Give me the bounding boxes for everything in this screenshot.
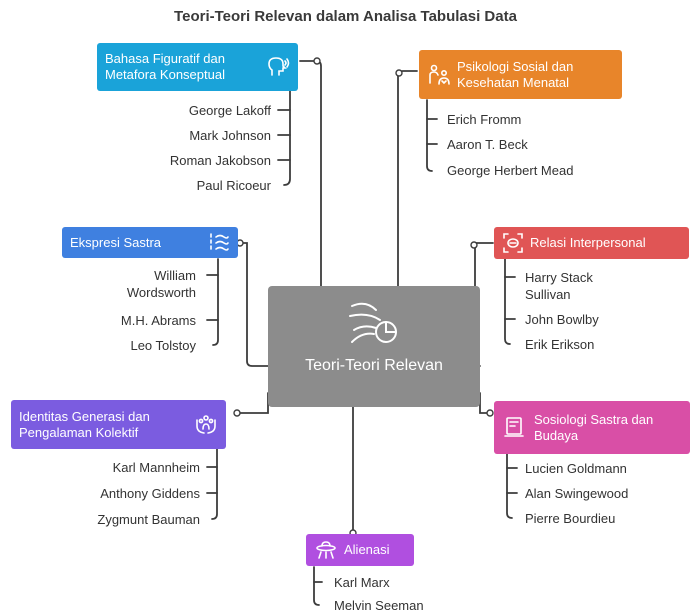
leaf-identitas-1: Karl Mannheim xyxy=(112,460,200,475)
text-waves-icon xyxy=(206,231,230,255)
branch-identitas xyxy=(211,448,218,520)
node-identitas-label: Identitas Generasi dan Pengalaman Kolekt… xyxy=(19,408,150,440)
leaf-psikologi-2: Aaron T. Beck xyxy=(447,137,528,152)
node-bahasa[interactable]: Bahasa Figuratif dan Metafora Konseptual xyxy=(97,43,298,91)
leaf-sosiologi-3: Pierre Bourdieu xyxy=(525,511,616,526)
branch-relasi xyxy=(504,258,511,345)
center-label: Teori-Teori Relevan xyxy=(305,357,443,374)
node-psikologi[interactable]: Psikologi Sosial dan Kesehatan Menatal xyxy=(419,50,622,99)
diagram-title: Teori-Teori Relevan dalam Analisa Tabula… xyxy=(174,8,517,25)
leaf-ekspresi-2: M.H. Abrams xyxy=(120,313,196,328)
node-psikologi-label: Psikologi Sosial dan Kesehatan Menatal xyxy=(457,58,574,90)
connector-ekspresi xyxy=(237,242,269,367)
ufo-icon xyxy=(314,538,338,562)
branch-bahasa xyxy=(283,78,291,186)
leaf-alienasi-2: Melvin Seeman xyxy=(334,598,424,613)
node-ekspresi-label: Ekspresi Sastra xyxy=(70,234,162,250)
leaf-bahasa-4: Paul Ricoeur xyxy=(196,178,271,193)
node-sosiologi[interactable]: Sosiologi Sastra dan Budaya xyxy=(494,401,690,454)
node-bahasa-label: Bahasa Figuratif dan Metafora Konseptual xyxy=(105,51,225,82)
center-node[interactable]: Teori-Teori Relevan xyxy=(268,286,480,407)
node-relasi[interactable]: Relasi Interpersonal xyxy=(494,227,689,259)
leaf-sosiologi-1: Lucien Goldmann xyxy=(525,461,627,476)
connector-psikologi xyxy=(397,70,418,287)
node-alienasi-label: Alienasi xyxy=(344,542,390,557)
leaf-relasi-3: Erik Erikson xyxy=(525,337,595,352)
leaf-relasi-2: John Bowlby xyxy=(525,312,599,327)
node-alienasi[interactable]: Alienasi xyxy=(306,534,414,566)
leaf-relasi-1: Harry Stack Sullivan xyxy=(525,270,593,302)
focus-coin-icon xyxy=(501,231,525,255)
leaf-psikologi-1: Erich Fromm xyxy=(447,112,522,127)
leaf-identitas-3: Zygmunt Bauman xyxy=(97,512,200,527)
node-relasi-label: Relasi Interpersonal xyxy=(530,235,646,250)
leaf-bahasa-2: Mark Johnson xyxy=(189,128,271,143)
book-screen-icon xyxy=(502,415,526,439)
connector-bahasa xyxy=(299,60,322,287)
branch-alienasi xyxy=(313,566,320,606)
node-ekspresi[interactable]: Ekspresi Sastra xyxy=(62,227,238,258)
leaf-ekspresi-1: William Wordsworth xyxy=(126,268,196,300)
people-heart-icon xyxy=(427,63,451,87)
leaf-ekspresi-3: Leo Tolstoy xyxy=(130,338,196,353)
leaf-alienasi-1: Karl Marx xyxy=(334,575,390,590)
branch-ekspresi xyxy=(212,258,219,346)
node-sosiologi-label: Sosiologi Sastra dan Budaya xyxy=(534,411,654,443)
branch-sosiologi xyxy=(506,453,513,519)
connector-identitas xyxy=(234,392,269,414)
leaf-bahasa-1: George Lakoff xyxy=(188,103,271,118)
leaf-sosiologi-2: Alan Swingewood xyxy=(525,486,629,501)
leaf-bahasa-3: Roman Jakobson xyxy=(169,153,271,168)
leaf-identitas-2: Anthony Giddens xyxy=(100,486,200,501)
leaf-psikologi-3: George Herbert Mead xyxy=(447,163,574,178)
node-identitas[interactable]: Identitas Generasi dan Pengalaman Kolekt… xyxy=(11,400,226,449)
hands-group-icon xyxy=(194,412,218,436)
branch-psikologi xyxy=(426,99,433,172)
speech-head-icon xyxy=(266,55,290,79)
wind-chart-icon xyxy=(349,302,397,343)
